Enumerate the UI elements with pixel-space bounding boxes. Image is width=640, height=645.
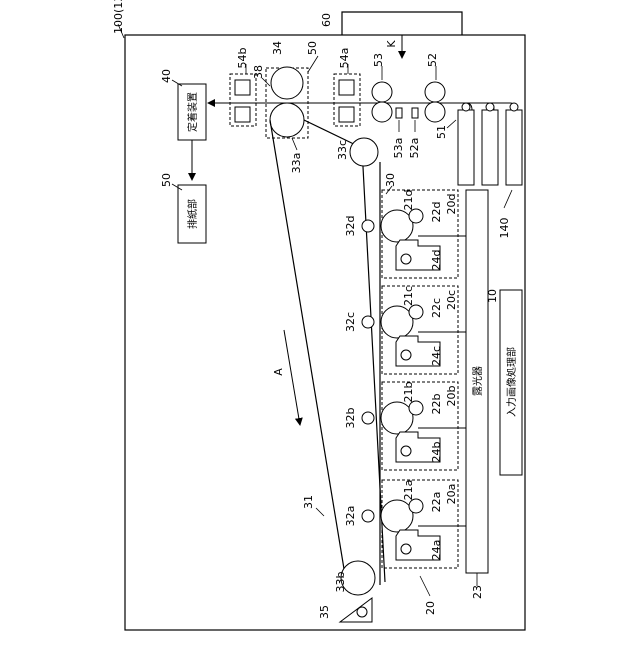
label-20b: 20b — [445, 385, 458, 406]
tray-label: 140 — [498, 218, 511, 239]
roller-53-label: 53 — [372, 53, 385, 67]
arrow-a — [284, 330, 300, 425]
label-20a: 20a — [445, 484, 458, 505]
roller-33b-label: 33b — [334, 571, 347, 592]
label-38: 38 — [252, 65, 265, 79]
paper-supply-box — [342, 12, 462, 35]
roller-34-label: 34 — [271, 41, 284, 55]
input-image-unit-text: 入力画像処理部 — [505, 347, 518, 417]
sensor-53a — [396, 108, 402, 118]
arrow-a-label: A — [272, 368, 285, 376]
feed-cassette-2 — [482, 110, 498, 185]
label-21c: 21c — [402, 286, 415, 306]
eject-unit-text: 排紙部 — [186, 199, 199, 229]
label-20d: 20d — [445, 194, 458, 215]
arrow-k-label: K — [385, 40, 398, 48]
roller-52-top — [425, 82, 445, 102]
belt-30-label: 30 — [384, 173, 397, 187]
feed-cassette-3 — [506, 110, 522, 185]
label-24b: 24b — [430, 441, 443, 462]
label-24a: 24a — [430, 540, 443, 561]
detector-54b-label: 54b — [236, 47, 249, 68]
roller-33a — [270, 103, 304, 137]
roller-52-bottom — [425, 102, 445, 122]
label-22a: 22a — [430, 492, 443, 513]
sensor-53a-label: 53a — [392, 138, 405, 159]
roller-33c-label: 33c — [336, 140, 349, 160]
label-22c: 22c — [430, 298, 443, 318]
eject-unit-label: 50 — [160, 173, 173, 187]
label-21b: 21b — [402, 381, 415, 402]
sensor-52a — [412, 108, 418, 118]
roller-53-top — [372, 82, 392, 102]
sensor-52a-label: 52a — [408, 138, 421, 159]
label-24c: 24c — [430, 346, 443, 366]
label-24d: 24d — [430, 250, 443, 271]
label-32c: 32c — [344, 312, 357, 332]
label-22b: 22b — [430, 393, 443, 414]
station-c: 32c 21c 22c 20c 24c — [344, 286, 466, 374]
label-32d: 32d — [344, 216, 357, 237]
label-21a: 21a — [402, 480, 415, 501]
roller-53-bottom — [372, 102, 392, 122]
fixing-device-text: 定着装置 — [186, 92, 199, 132]
fixing-device-label: 40 — [160, 69, 173, 83]
feed-label: 51 — [435, 125, 448, 139]
input-image-unit-label: 10 — [486, 289, 499, 303]
station-d: 32d 21d 22d 20d 24d — [344, 190, 466, 278]
frame-label: 100(130) — [112, 0, 125, 34]
station-a: 32a 21a 22a 20a 24a — [344, 480, 466, 568]
roller-33a-label: 33a — [290, 153, 303, 174]
paper-supply-label: 60 — [320, 13, 333, 27]
cleaner-label: 35 — [318, 605, 331, 619]
station-b: 32b 21b 22b 20b 24b — [344, 381, 466, 470]
roller-34 — [271, 67, 303, 99]
label-32a: 32a — [344, 506, 357, 527]
units-group-label: 20 — [424, 601, 437, 615]
detector-54a-label: 54a — [338, 48, 351, 69]
label-21d: 21d — [402, 190, 415, 211]
unit-50-label: 50 — [306, 41, 319, 55]
roller-33c — [350, 138, 378, 166]
exposure-unit-label: 23 — [471, 585, 484, 599]
roller-52-label: 52 — [426, 53, 439, 67]
label-22d: 22d — [430, 202, 443, 223]
label-32b: 32b — [344, 407, 357, 428]
cleaner-35 — [340, 598, 372, 622]
exposure-unit-text: 露光器 — [471, 366, 484, 396]
label-20c: 20c — [445, 290, 458, 310]
feed-cassette-1 — [458, 110, 474, 185]
belt-31-label: 31 — [302, 495, 315, 509]
